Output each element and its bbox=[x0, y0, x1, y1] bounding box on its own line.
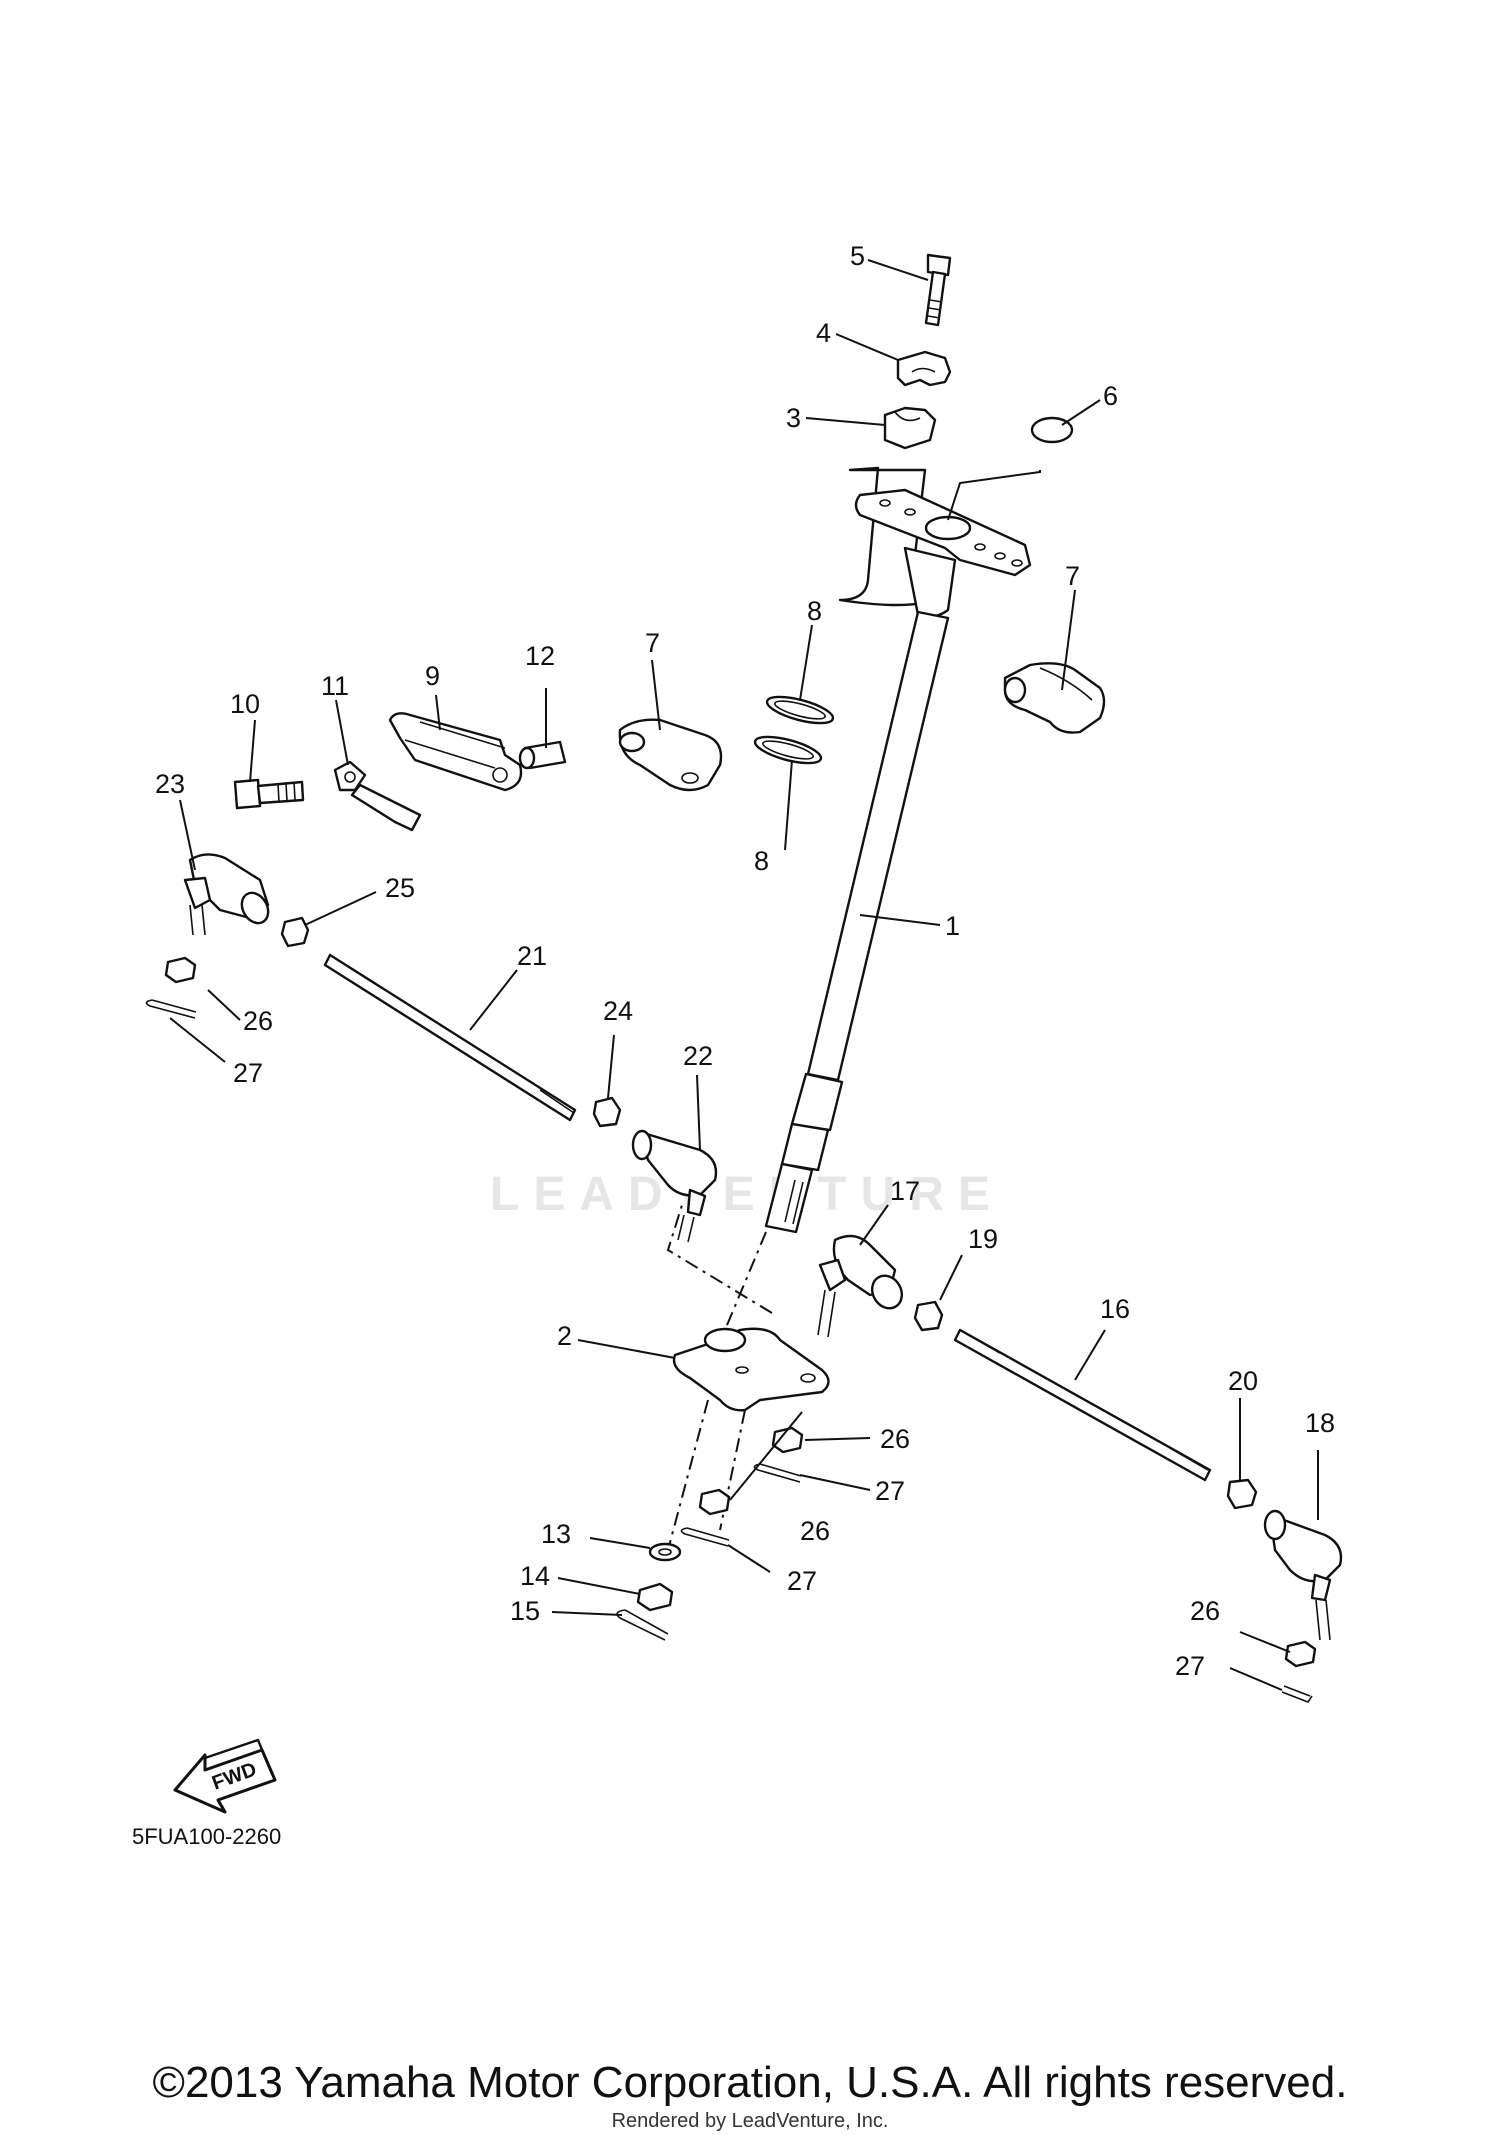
nut-part-24[interactable] bbox=[592, 1096, 622, 1128]
tie-rod-end-part-22[interactable] bbox=[631, 1129, 718, 1243]
callout-27-a: 27 bbox=[233, 1058, 263, 1088]
callout-26-a: 26 bbox=[243, 1006, 273, 1036]
clamp-part-4[interactable] bbox=[896, 350, 952, 387]
washer-part-13[interactable] bbox=[648, 1542, 682, 1562]
callout-15: 15 bbox=[510, 1596, 540, 1626]
callout-24: 24 bbox=[603, 996, 633, 1026]
steering-shaft-part-1[interactable] bbox=[764, 466, 1032, 1234]
callout-27-c: 27 bbox=[787, 1566, 817, 1596]
callout-6: 6 bbox=[1103, 381, 1118, 411]
callout-1: 1 bbox=[945, 911, 960, 941]
callout-7-left: 7 bbox=[645, 628, 660, 658]
callout-7-right: 7 bbox=[1065, 561, 1080, 591]
bolt-part-5[interactable] bbox=[924, 253, 952, 327]
castle-nut-part-26-b[interactable] bbox=[771, 1426, 804, 1454]
castle-nut-part-26-a[interactable] bbox=[164, 956, 197, 984]
callout-9: 9 bbox=[425, 661, 440, 691]
nut-part-20[interactable] bbox=[1226, 1478, 1258, 1510]
callout-23: 23 bbox=[155, 769, 185, 799]
leader-lines bbox=[169, 259, 1319, 1691]
callout-labels: 5 4 3 6 7 7 8 8 9 11 12 10 23 1 25 21 24… bbox=[155, 241, 1335, 1681]
castle-nut-part-26-c[interactable] bbox=[698, 1488, 731, 1516]
plate-part-9[interactable] bbox=[388, 712, 523, 792]
callout-5: 5 bbox=[850, 241, 865, 271]
callout-22: 22 bbox=[683, 1041, 713, 1071]
callout-2: 2 bbox=[557, 1321, 572, 1351]
copyright-notice: ©2013 Yamaha Motor Corporation, U.S.A. A… bbox=[152, 2058, 1348, 2107]
watermark-text: LEADVENTURE bbox=[490, 1168, 1004, 1221]
callout-18: 18 bbox=[1305, 1408, 1335, 1438]
nut-part-14[interactable] bbox=[636, 1582, 674, 1612]
callout-12: 12 bbox=[525, 641, 555, 671]
tie-rod-end-part-18[interactable] bbox=[1263, 1509, 1343, 1641]
castle-nut-part-26-d[interactable] bbox=[1284, 1640, 1317, 1668]
callout-10: 10 bbox=[230, 689, 260, 719]
callout-27-d: 27 bbox=[1175, 1651, 1205, 1681]
nut-part-19[interactable] bbox=[913, 1300, 944, 1332]
tie-rod-part-21[interactable] bbox=[323, 953, 577, 1122]
collar-part-12[interactable] bbox=[518, 740, 567, 770]
watermark: LEADVENTURE bbox=[490, 1168, 1004, 1221]
callout-26-b: 26 bbox=[880, 1424, 910, 1454]
callout-8-upper: 8 bbox=[807, 596, 822, 626]
callout-3: 3 bbox=[786, 403, 801, 433]
cotter-pin-part-27-a[interactable] bbox=[145, 999, 197, 1019]
cotter-pin-part-27-d[interactable] bbox=[1281, 1685, 1313, 1703]
callout-11: 11 bbox=[321, 671, 349, 701]
lock-washer-part-11[interactable] bbox=[333, 760, 422, 832]
callout-27-b: 27 bbox=[875, 1476, 905, 1506]
bolt-part-10[interactable] bbox=[233, 778, 305, 810]
callout-14: 14 bbox=[520, 1561, 550, 1591]
tie-rod-end-part-17[interactable] bbox=[817, 1234, 908, 1338]
callout-13: 13 bbox=[541, 1519, 571, 1549]
callout-4: 4 bbox=[816, 318, 831, 348]
cotter-pin-part-27-c[interactable] bbox=[680, 1527, 730, 1547]
callout-20: 20 bbox=[1228, 1366, 1258, 1396]
shaft-holder-part-7-right[interactable] bbox=[1003, 662, 1106, 734]
nut-part-25[interactable] bbox=[280, 916, 310, 948]
callout-17: 17 bbox=[890, 1176, 920, 1206]
callout-19: 19 bbox=[968, 1224, 998, 1254]
callout-25: 25 bbox=[385, 873, 415, 903]
drawing-code: 5FUA100-2260 bbox=[132, 1824, 282, 1849]
tie-rod-part-16[interactable] bbox=[953, 1328, 1212, 1482]
pitman-arm-part-2[interactable] bbox=[666, 1204, 830, 1551]
circlip-part-8-lower[interactable] bbox=[753, 732, 824, 769]
circlip-part-8-upper[interactable] bbox=[765, 692, 836, 729]
shaft-holder-part-7-left[interactable] bbox=[618, 718, 723, 792]
tie-rod-end-part-23[interactable] bbox=[183, 853, 273, 936]
callout-26-d: 26 bbox=[1190, 1596, 1220, 1626]
cotter-pin-part-15[interactable] bbox=[616, 1609, 669, 1641]
cotter-pin-part-27-b[interactable] bbox=[753, 1463, 802, 1483]
callout-16: 16 bbox=[1100, 1294, 1130, 1324]
callout-21: 21 bbox=[517, 941, 547, 971]
callout-26-c: 26 bbox=[800, 1516, 830, 1546]
callout-8-lower: 8 bbox=[754, 846, 769, 876]
fwd-arrow-icon: FWD bbox=[173, 1738, 277, 1814]
clamp-part-3[interactable] bbox=[883, 406, 937, 450]
rendered-by-notice: Rendered by LeadVenture, Inc. bbox=[611, 2110, 889, 2132]
